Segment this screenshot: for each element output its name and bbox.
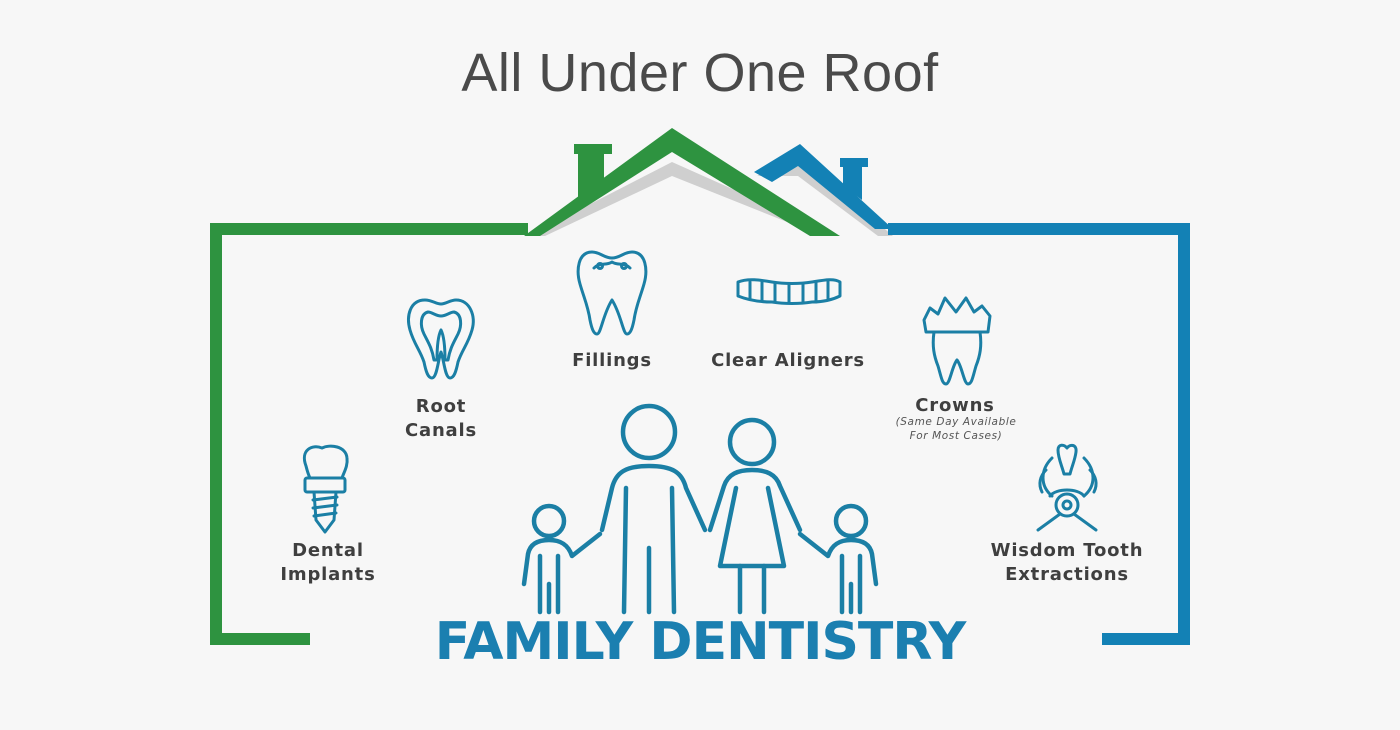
service-clear-aligners: Clear Aligners: [688, 349, 888, 373]
green-chimney-cap: [574, 144, 612, 154]
note-line: (Same Day Available: [895, 416, 1017, 428]
roof-shadow: [757, 156, 893, 236]
service-label: Fillings: [572, 350, 652, 371]
blue-chimney-cap: [840, 158, 868, 167]
root-canal-tooth-icon: [407, 298, 475, 380]
service-fillings: Fillings: [538, 349, 686, 373]
service-label: Dental: [292, 540, 364, 561]
implant-icon: [303, 444, 349, 534]
family-icon: [521, 403, 879, 615]
service-label: Wisdom Tooth: [990, 540, 1144, 561]
green-house-wall: [210, 223, 528, 645]
blue-roof: [754, 144, 893, 229]
service-crowns: Crowns: [880, 394, 1030, 418]
crowns-note: (Same Day Available For Most Cases): [870, 415, 1042, 443]
service-label: Canals: [404, 420, 477, 441]
service-label: Implants: [280, 564, 376, 585]
service-label: Clear Aligners: [711, 350, 865, 371]
green-chimney: [578, 146, 604, 205]
service-dental-implants: Dental Implants: [254, 539, 402, 587]
blue-chimney: [843, 162, 862, 200]
service-root-canals: Root Canals: [366, 395, 516, 443]
service-label: Crowns: [915, 395, 995, 416]
extraction-forceps-icon: [1036, 443, 1098, 532]
filling-tooth-icon: [576, 250, 648, 336]
service-label: Root: [415, 396, 467, 417]
service-label: Extractions: [1005, 564, 1129, 585]
aligner-icon: [736, 278, 842, 305]
note-line: For Most Cases): [909, 430, 1003, 442]
crown-tooth-icon: [922, 296, 992, 386]
brand-title: FAMILY DENTISTRY: [434, 612, 966, 672]
service-wisdom-tooth-extractions: Wisdom Tooth Extractions: [966, 539, 1168, 587]
green-roof: [524, 128, 840, 236]
blue-house-wall: [888, 223, 1190, 645]
page-title: All Under One Roof: [461, 43, 939, 103]
